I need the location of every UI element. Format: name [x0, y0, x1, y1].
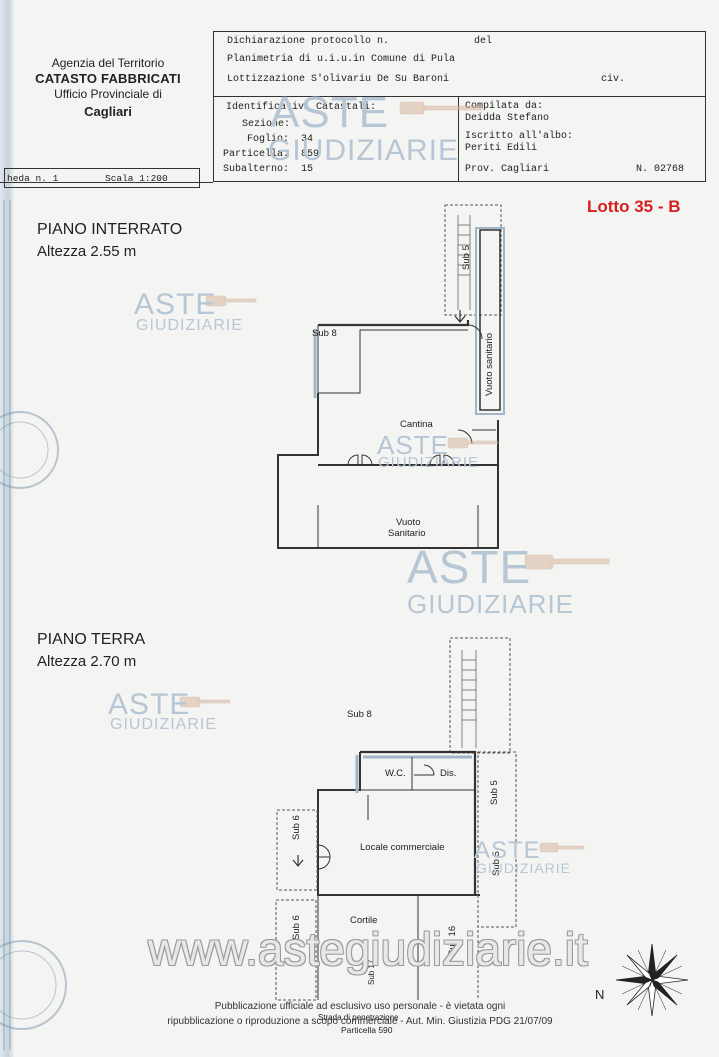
- dichiarazione-label: Dichiarazione protocollo n.: [227, 36, 390, 47]
- agency-block: Agenzia del Territorio CATASTO FABBRICAT…: [18, 56, 198, 121]
- pi-vuoto-sanitario-vertical: Vuoto sanitario: [484, 332, 495, 396]
- iscritto-value: Periti Edili: [465, 143, 538, 154]
- scala-label: Scala 1:200: [105, 173, 168, 184]
- publication-notice: Pubblicazione ufficiale ad esclusivo uso…: [140, 1000, 580, 1029]
- pi-vuoto-line1: Vuoto: [396, 517, 421, 528]
- pt-locale-label: Locale commerciale: [360, 842, 445, 853]
- watermark-aste-5: ASTE: [474, 837, 541, 864]
- notice-line1: Pubblicazione ufficiale ad esclusivo uso…: [214, 1001, 506, 1012]
- piano-interrato-title: PIANO INTERRATO: [37, 221, 183, 238]
- binding-stitches: [3, 200, 11, 1050]
- pi-vuoto-line2: Sanitario: [388, 528, 426, 539]
- agency-city: Cagliari: [84, 104, 132, 120]
- stamp-seal: [0, 411, 67, 1030]
- watermark-giudiziarie-4: GIUDIZIARIE: [110, 716, 218, 733]
- lotto-label: Lotto 35 - B: [587, 197, 681, 216]
- del-label: del: [474, 36, 493, 47]
- compilata-label: Compilata da:: [465, 101, 544, 112]
- pt-wc-label: W.C.: [385, 768, 406, 779]
- watermark-aste-1: ASTE: [134, 288, 217, 321]
- prov-label: Prov. Cagliari: [465, 164, 550, 175]
- pt-sub5a-label: Sub 5: [489, 780, 500, 805]
- header-declaration-box: Dichiarazione protocollo n. del Planimet…: [213, 31, 706, 182]
- watermark-aste-3: ASTE: [407, 541, 532, 593]
- sezione-label: Sezione:: [242, 119, 291, 130]
- compass-rose: [615, 943, 689, 1017]
- watermark-giudiziarie-3: GIUDIZIARIE: [407, 589, 575, 619]
- pt-strada-label: Strada di penetrazione: [318, 1013, 399, 1022]
- civ-label: civ.: [601, 74, 626, 85]
- numero-label: N. 02768: [636, 164, 685, 175]
- foglio-value: 34: [301, 134, 314, 145]
- header-vertical-divider: [458, 96, 459, 182]
- agency-name: Agenzia del Territorio: [51, 56, 165, 70]
- watermark-site-url: www.astegiudiziarie.it: [148, 923, 588, 975]
- particella-label: Particella:: [223, 149, 290, 160]
- agency-office: Ufficio Provinciale di: [54, 87, 162, 102]
- piano-terra-plan: [275, 637, 517, 1001]
- pt-dis-label: Dis.: [440, 768, 457, 779]
- pi-cantina-label: Cantina: [400, 419, 433, 430]
- scheda-box: heda n. 1 Scala 1:200: [4, 168, 200, 188]
- agency-department: CATASTO FABBRICATI: [35, 71, 181, 86]
- lottizzazione-label: Lottizzazione S'olivariu De Su Baroni: [227, 74, 450, 85]
- subalterno-value: 15: [301, 164, 314, 175]
- subalterno-label: Subalterno:: [223, 164, 290, 175]
- gavel-icon: [179, 101, 610, 853]
- watermark-giudiziarie-5: GIUDIZIARIE: [476, 860, 572, 876]
- scheda-label: heda n. 1: [7, 173, 59, 184]
- piano-terra-title: PIANO TERRA: [37, 631, 146, 648]
- identificativi-label: Identificativi Catastali:: [226, 102, 377, 113]
- pi-sub8-label: Sub 8: [312, 328, 337, 339]
- piano-interrato-plan: [277, 204, 505, 549]
- watermark-aste-2: ASTE: [377, 430, 449, 460]
- watermark-giudiziarie-header: GIUDIZIARIE: [268, 134, 460, 167]
- watermark-giudiziarie-1: GIUDIZIARIE: [136, 317, 244, 334]
- planimetria-label: Planimetria di u.i.u.in Comune di Pula: [227, 54, 456, 65]
- pt-sub8-label: Sub 8: [347, 709, 372, 720]
- watermark-aste-4: ASTE: [108, 688, 191, 721]
- watermark-aste-header: ASTE: [270, 88, 389, 137]
- compilata-value: Deidda Stefano: [465, 113, 550, 124]
- watermark-giudiziarie-2: GIUDIZIARIE: [378, 454, 480, 471]
- header-divider: [213, 96, 706, 97]
- piano-terra-altezza: Altezza 2.70 m: [37, 653, 137, 670]
- scheda-top-line: [0, 182, 213, 183]
- pt-sub6a-label: Sub 6: [291, 815, 302, 840]
- piano-interrato-altezza: Altezza 2.55 m: [37, 243, 137, 260]
- foglio-label: Foglio:: [247, 134, 290, 145]
- pi-sub5-label: Sub 5: [461, 245, 472, 270]
- pt-cortile-label: Cortile: [350, 915, 378, 926]
- notice-line2: ripubblicazione o riproduzione a scopo c…: [167, 1015, 553, 1027]
- north-label: N: [595, 987, 605, 1002]
- iscritto-label: Iscritto all'albo:: [465, 131, 574, 142]
- pt-particella590-label: Particella 590: [341, 1025, 393, 1035]
- particella-value: 859: [301, 149, 320, 160]
